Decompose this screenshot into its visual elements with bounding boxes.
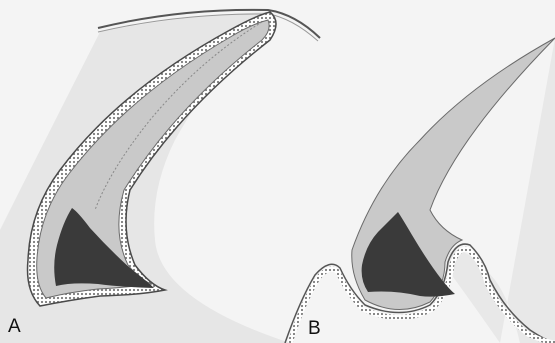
panel-b-label: B — [308, 318, 321, 339]
panel-a-label: A — [8, 316, 21, 337]
